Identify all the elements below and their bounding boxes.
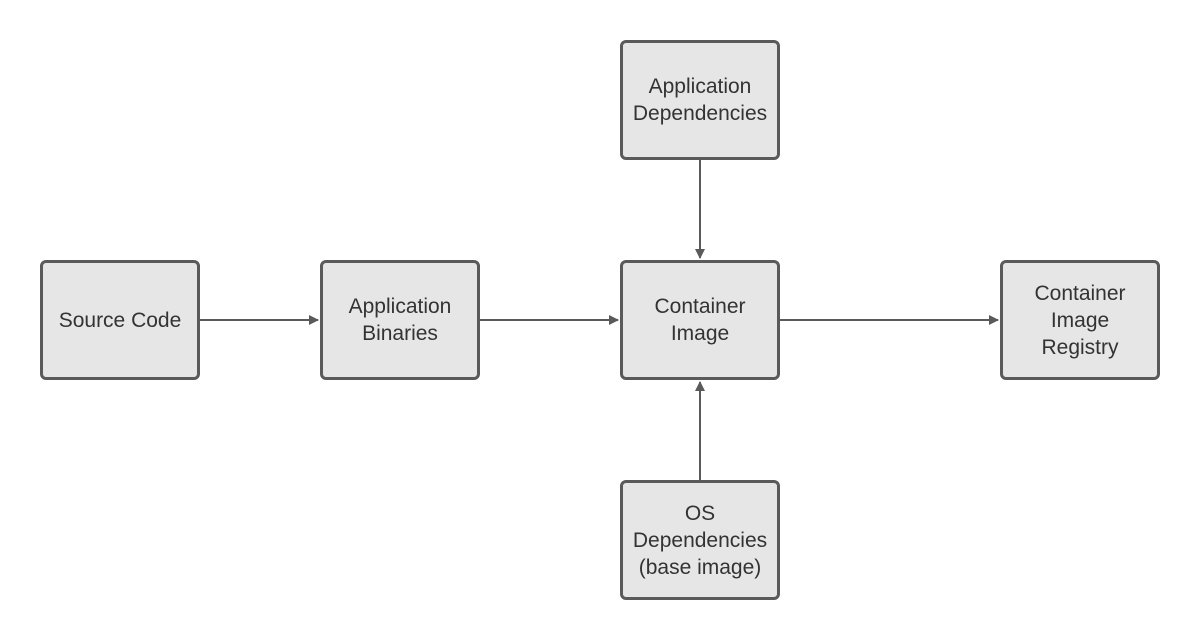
node-label-line: Registry bbox=[1041, 335, 1119, 359]
container-image-node: Container Image bbox=[620, 260, 780, 380]
application-dependencies-node: Application Dependencies bbox=[620, 40, 780, 160]
node-label-line: Binaries bbox=[362, 322, 438, 345]
node-label-line: Image bbox=[670, 322, 730, 345]
node-label-line: (base image) bbox=[638, 555, 762, 579]
node-label-line: Image bbox=[1050, 308, 1110, 332]
container-image-registry-node: Container Image Registry bbox=[1000, 260, 1160, 380]
node-label-line: Application bbox=[348, 295, 452, 318]
application-binaries-node: Application Binaries bbox=[320, 260, 480, 380]
node-label-line: Dependencies bbox=[632, 102, 768, 125]
source-code-node: Source Code bbox=[40, 260, 200, 380]
os-dependencies-node: OS Dependencies (base image) bbox=[620, 480, 780, 600]
node-label-line: Source Code bbox=[58, 308, 182, 332]
node-label-line: OS bbox=[684, 501, 716, 525]
node-label-line: Application bbox=[648, 75, 752, 98]
node-label-line: Dependencies bbox=[632, 528, 768, 552]
node-label-line: Container bbox=[1034, 281, 1126, 305]
node-label-line: Container bbox=[654, 295, 746, 318]
